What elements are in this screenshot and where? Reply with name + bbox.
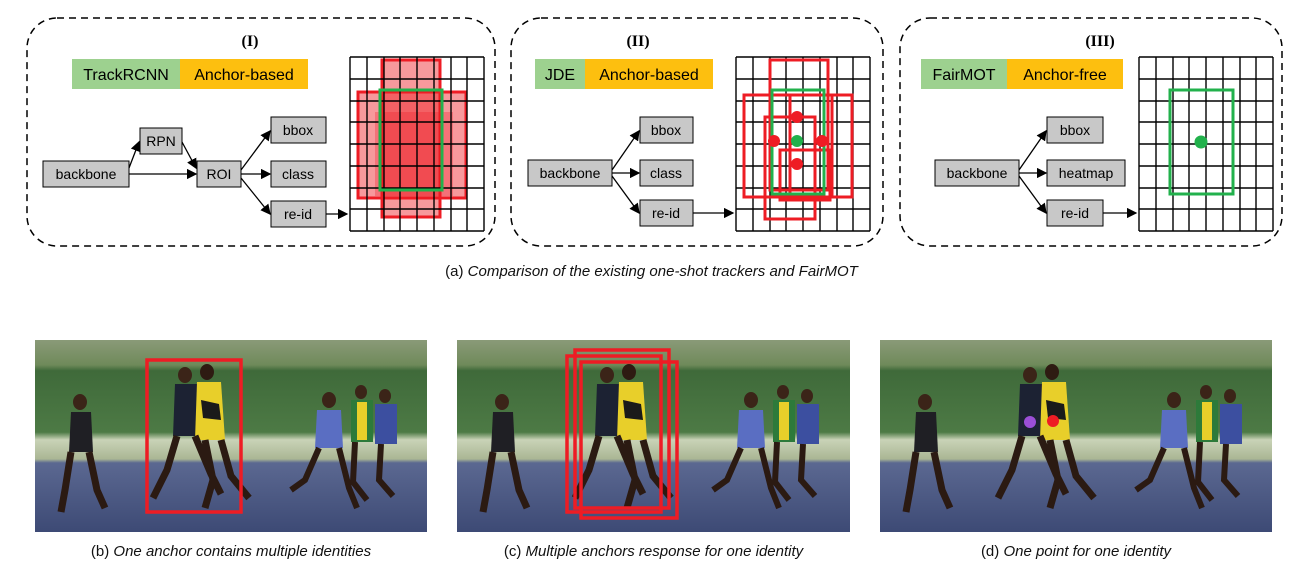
bbox-node (1046, 116, 1104, 144)
panel-numeral: (II) (626, 33, 649, 50)
method-label-bg (921, 59, 1007, 89)
bbox-label: bbox (651, 122, 681, 138)
method-label: TrackRCNN (83, 67, 169, 84)
arrows (128, 129, 349, 220)
panel-fairmot: (III) FairMOT Anchor-free backbone bbox … (899, 17, 1283, 247)
bbox-node (270, 116, 327, 144)
method-label-bg (535, 59, 585, 89)
class-label: class (650, 165, 682, 181)
class-node (639, 159, 694, 187)
arrows (1018, 129, 1138, 219)
backbone-label: backbone (540, 165, 601, 181)
photo-c (457, 340, 850, 532)
bbox-label: bbox (283, 122, 313, 138)
caption-d-text: One point for one identity (1003, 543, 1172, 560)
class-label: class (282, 166, 314, 182)
method-label: FairMOT (932, 67, 995, 84)
center-point-purple (1024, 416, 1036, 428)
caption-c-prefix: (c) (503, 543, 526, 560)
anchor-type-label: Anchor-free (1023, 67, 1107, 84)
backbone-label: backbone (56, 166, 117, 182)
heatmap-label: heatmap (1059, 165, 1114, 181)
anchor-type-label: Anchor-based (599, 67, 699, 84)
panel-jde: (II) JDE Anchor-based backbone bbox clas… (510, 17, 884, 247)
caption-b-text: One anchor contains multiple identities (113, 543, 372, 560)
feature-grid (349, 56, 485, 232)
center-point-red (1047, 415, 1059, 427)
anchor-type-bg (1007, 59, 1123, 89)
reid-label: re-id (284, 206, 312, 222)
arrows (611, 129, 735, 219)
anchor-type-label: Anchor-based (194, 67, 294, 84)
heatmap-node (1046, 159, 1126, 187)
panel-numeral: (III) (1085, 33, 1114, 50)
backbone-node (42, 160, 130, 188)
backbone-label: backbone (947, 165, 1008, 181)
class-node (270, 160, 327, 188)
rpn-label: RPN (146, 133, 176, 149)
panel-numeral: (I) (242, 33, 259, 50)
backbone-node (527, 159, 613, 187)
method-label-bg (72, 59, 180, 89)
roi-label: ROI (207, 166, 232, 182)
caption-d-prefix: (d) (980, 543, 1004, 560)
caption-c: (c) Multiple anchors response for one id… (457, 543, 850, 560)
panel-trackrcnn: (I) TrackRCNN Anchor-based backbone RPN … (26, 17, 496, 247)
bbox-label: bbox (1060, 122, 1090, 138)
reid-label: re-id (652, 205, 680, 221)
photo-b (35, 340, 427, 532)
anchor-type-bg (585, 59, 713, 89)
caption-d: (d) One point for one identity (880, 543, 1272, 560)
reid-node (1046, 199, 1104, 227)
photo-strip (35, 340, 1272, 532)
caption-b-prefix: (b) (90, 543, 114, 560)
bbox-node (639, 116, 694, 144)
caption-b: (b) One anchor contains multiple identit… (35, 543, 427, 560)
photo-d (880, 340, 1272, 532)
anchor-boxes (565, 348, 679, 520)
architecture-diagram: (I) TrackRCNN Anchor-based backbone RPN … (26, 17, 1283, 247)
method-label: JDE (545, 67, 575, 84)
reid-node (270, 200, 327, 228)
caption-c-text: Multiple anchors response for one identi… (525, 543, 804, 560)
caption-a: (a) Comparison of the existing one-shot … (0, 263, 1303, 280)
feature-grid (735, 56, 871, 232)
caption-a-prefix: (a) (445, 263, 468, 280)
reid-label: re-id (1061, 205, 1089, 221)
anchor-type-bg (180, 59, 308, 89)
caption-a-text: Comparison of the existing one-shot trac… (467, 263, 858, 280)
anchor-box (145, 358, 243, 514)
feature-grid (1138, 56, 1274, 232)
